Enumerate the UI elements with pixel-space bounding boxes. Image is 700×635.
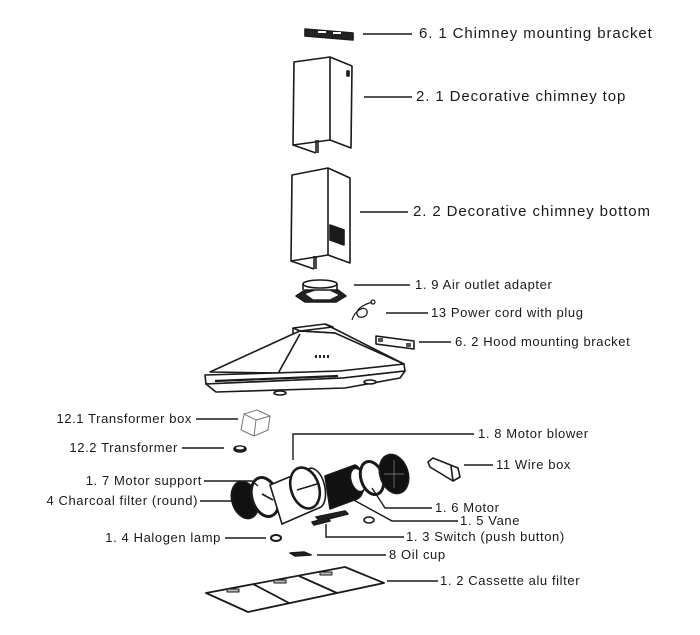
leader-line-1-7 xyxy=(204,480,259,487)
label-power-cord: 13 Power cord with plug xyxy=(431,305,584,320)
wire-box-part xyxy=(427,457,461,482)
label-decorative-chimney-bottom: 2. 2 Decorative chimney bottom xyxy=(413,203,651,220)
label-motor-support: 1. 7 Motor support xyxy=(85,473,202,488)
leader-line-1-3 xyxy=(325,524,404,538)
transformer-box-part xyxy=(240,409,271,437)
leader-line-1-5 xyxy=(349,497,458,522)
leader-line-1-8 xyxy=(292,433,474,460)
label-motor-blower: 1. 8 Motor blower xyxy=(478,426,589,441)
cassette-alu-filter-part xyxy=(205,566,385,613)
motor-blower-assembly-part xyxy=(230,453,410,525)
label-wire-box: 11 Wire box xyxy=(496,457,571,472)
label-air-outlet-adapter: 1. 9 Air outlet adapter xyxy=(415,277,553,292)
switch-part xyxy=(311,510,349,526)
label-motor: 1. 6 Motor xyxy=(435,500,500,515)
leader-line-1-6 xyxy=(371,487,432,509)
air-outlet-adapter-part xyxy=(295,279,347,303)
label-decorative-chimney-top: 2. 1 Decorative chimney top xyxy=(416,88,627,105)
decorative-chimney-bottom-part xyxy=(290,167,351,270)
label-switch: 1. 3 Switch (push button) xyxy=(406,529,565,544)
hood-mounting-bracket-part xyxy=(375,335,415,350)
label-oil-cup: 8 Oil cup xyxy=(389,547,446,562)
label-transformer-box: 12.1 Transformer box xyxy=(56,411,192,426)
label-transformer: 12.2 Transformer xyxy=(69,440,178,455)
nut-part xyxy=(363,516,375,524)
halogen-lamp-part xyxy=(270,534,282,542)
label-chimney-mounting-bracket: 6. 1 Chimney mounting bracket xyxy=(419,25,653,42)
label-vane: 1. 5 Vane xyxy=(460,513,521,528)
decorative-chimney-top-part xyxy=(292,56,353,154)
label-cassette-alu-filter: 1. 2 Cassette alu filter xyxy=(440,573,581,588)
oil-cup-part xyxy=(289,551,312,557)
power-cord-part xyxy=(351,299,376,321)
hood-body-part xyxy=(204,323,406,396)
chimney-mounting-bracket-part xyxy=(304,28,354,41)
label-charcoal-filter: 4 Charcoal filter (round) xyxy=(46,493,198,508)
leader-lines xyxy=(182,33,493,582)
label-halogen-lamp: 1. 4 Halogen lamp xyxy=(105,530,221,545)
label-hood-mounting-bracket: 6. 2 Hood mounting bracket xyxy=(455,334,631,349)
transformer-part xyxy=(233,445,247,453)
